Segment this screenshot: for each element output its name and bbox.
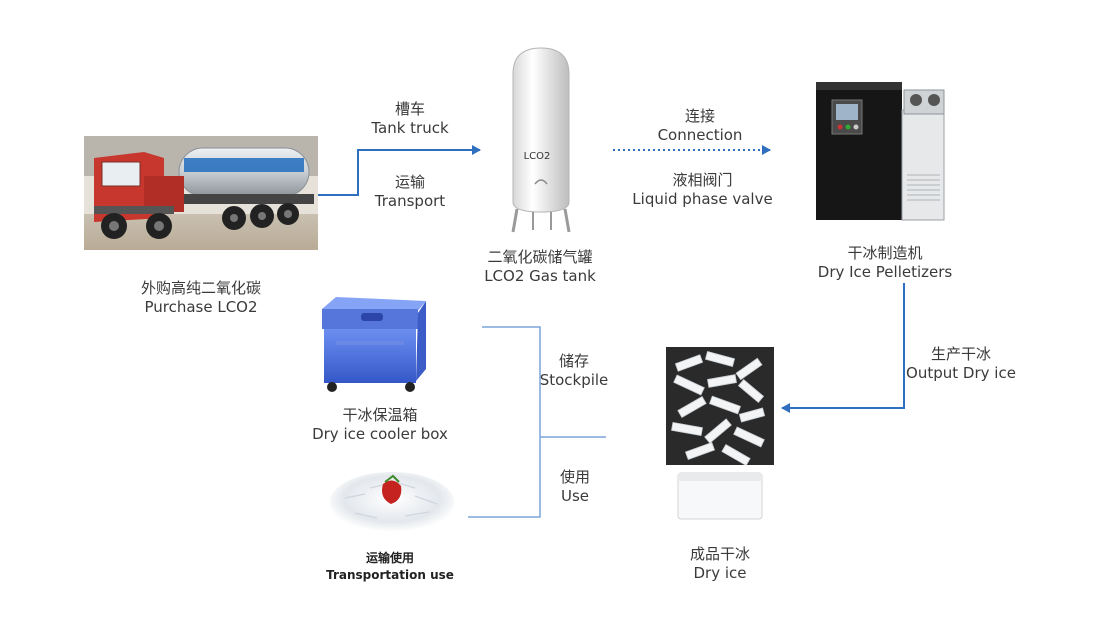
bracket-line bbox=[468, 326, 606, 518]
tank-label: LCO2 bbox=[524, 151, 551, 162]
pelletizer-label: 干冰制造机 Dry Ice Pelletizers bbox=[790, 244, 980, 282]
edge-liquid-valve-en: Liquid phase valve bbox=[632, 190, 773, 208]
edge-transport-zh: 运输 bbox=[394, 173, 425, 191]
edge-output-label: 生产干冰 Output Dry ice bbox=[900, 345, 1022, 383]
transport-use-label-en: Transportation use bbox=[326, 568, 454, 582]
edge-stockpile-en: Stockpile bbox=[539, 371, 609, 389]
cooler-box-label-zh: 干冰保温箱 bbox=[342, 406, 418, 424]
purchase-label: 外购高纯二氧化碳 Purchase LCO2 bbox=[106, 279, 296, 317]
transport-use-label-zh: 运输使用 bbox=[365, 551, 414, 565]
gas-tank-label-en: LCO2 Gas tank bbox=[484, 267, 596, 285]
edge-use-zh: 使用 bbox=[559, 468, 590, 486]
tanker-truck-image bbox=[84, 136, 318, 250]
gas-tank-label: 二氧化碳储气罐 LCO2 Gas tank bbox=[450, 248, 630, 286]
purchase-label-en: Purchase LCO2 bbox=[144, 298, 258, 316]
edge-stockpile-zh: 储存 bbox=[558, 352, 589, 370]
cooler-box-label: 干冰保温箱 Dry ice cooler box bbox=[300, 406, 460, 444]
edge-tank-truck-label: 槽车 Tank truck bbox=[360, 100, 460, 138]
dry-ice-label-en: Dry ice bbox=[693, 564, 747, 582]
purchase-label-zh: 外购高纯二氧化碳 bbox=[140, 279, 261, 297]
transport-use-image bbox=[325, 458, 460, 538]
edge-use-en: Use bbox=[560, 487, 590, 505]
edge-transport-label: 运输 Transport bbox=[360, 173, 460, 211]
dry-ice-image bbox=[666, 347, 774, 529]
edge-output-en: Output Dry ice bbox=[906, 364, 1016, 382]
pelletizer-label-zh: 干冰制造机 bbox=[847, 244, 923, 262]
edge-connection-label: 连接 Connection bbox=[640, 107, 760, 145]
arrow-pelletizer-to-dryice bbox=[781, 283, 905, 413]
gas-tank-image: LCO2 bbox=[505, 44, 577, 234]
arrow-truck-to-tank bbox=[318, 145, 481, 196]
cooler-box-image bbox=[316, 295, 431, 395]
edge-connection-en: Connection bbox=[657, 126, 743, 144]
edge-output-zh: 生产干冰 bbox=[930, 345, 991, 363]
edge-liquid-valve-label: 液相阀门 Liquid phase valve bbox=[620, 171, 785, 209]
dry-ice-label: 成品干冰 Dry ice bbox=[660, 545, 780, 583]
edge-use-label: 使用 Use bbox=[545, 468, 605, 506]
edge-tank-truck-zh: 槽车 bbox=[394, 100, 425, 118]
edge-connection-zh: 连接 bbox=[684, 107, 715, 125]
gas-tank-label-zh: 二氧化碳储气罐 bbox=[487, 248, 593, 266]
edge-tank-truck-en: Tank truck bbox=[371, 119, 449, 137]
dry-ice-label-zh: 成品干冰 bbox=[689, 545, 750, 563]
transport-use-label: 运输使用 Transportation use bbox=[310, 550, 470, 584]
edge-liquid-valve-zh: 液相阀门 bbox=[672, 171, 733, 189]
edge-transport-en: Transport bbox=[374, 192, 446, 210]
edge-stockpile-label: 储存 Stockpile bbox=[532, 352, 616, 390]
cooler-box-label-en: Dry ice cooler box bbox=[312, 425, 448, 443]
pelletizer-label-en: Dry Ice Pelletizers bbox=[817, 263, 953, 281]
pelletizer-image bbox=[812, 80, 947, 223]
